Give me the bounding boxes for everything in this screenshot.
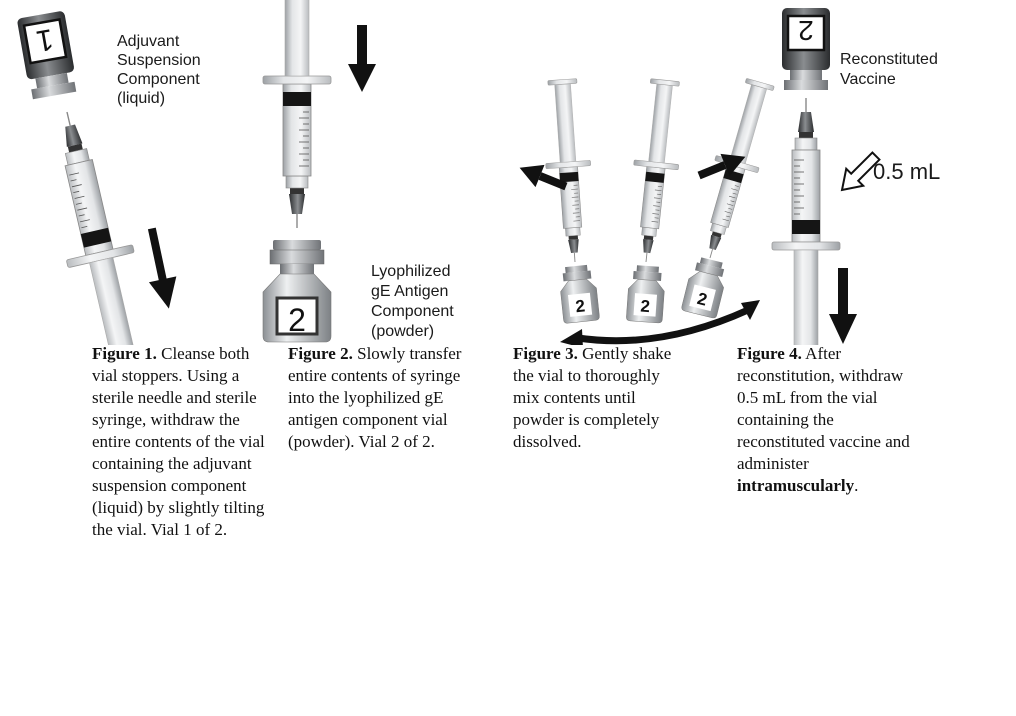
label-line: (powder) (371, 323, 434, 340)
label-line: gE Antigen (371, 283, 448, 300)
syringe-2 (262, 0, 332, 229)
figure-3-illustration (519, 75, 783, 345)
caption-text: Slowly transfer entire contents of syrin… (288, 344, 462, 451)
figure-2-illustration: 2 (261, 0, 376, 344)
syringe-3a (539, 77, 598, 265)
vial-3b (625, 264, 667, 324)
down-arrow-icon (147, 227, 177, 309)
label-line: Vaccine (840, 71, 896, 88)
swirl-arrow-icon (560, 300, 760, 345)
label-line: Component (371, 303, 454, 320)
figure-2-label: Lyophilized gE Antigen Component (powder… (371, 263, 454, 340)
caption-end: . (854, 476, 859, 495)
figure-4-label: Reconstituted Vaccine (840, 51, 938, 88)
caption-title: Figure 1. (92, 344, 157, 363)
figure-1-label: Adjuvant Suspension Component (liquid) (117, 33, 201, 107)
caption-text: Gently shake the vial to thoroughly mix … (513, 344, 672, 451)
caption-title: Figure 2. (288, 344, 353, 363)
vial-3a (557, 263, 601, 325)
figure-4-illustration: 2 (771, 8, 881, 345)
vial-3c (680, 255, 730, 320)
label-line: (liquid) (117, 90, 165, 107)
svg-text:2: 2 (288, 302, 306, 338)
caption-title: Figure 4. (737, 344, 802, 363)
vial-2: 2 (261, 238, 333, 344)
caption-text: After reconstitution, withdraw 0.5 mL fr… (737, 344, 910, 473)
figure-1-illustration: 1 (17, 11, 177, 345)
label-line: Component (117, 71, 200, 88)
caption-title: Figure 3. (513, 344, 578, 363)
figure-2-caption: Figure 2. Slowly transfer entire content… (288, 343, 468, 453)
caption-text: Cleanse both vial stoppers. Using a ster… (92, 344, 265, 539)
right-arrow-icon (697, 153, 746, 180)
syringe-4 (771, 97, 841, 345)
down-arrow-icon (348, 25, 376, 92)
vial-4: 2 (782, 8, 830, 90)
left-arrow-icon (519, 164, 568, 191)
figure-1-caption: Figure 1. Cleanse both vial stoppers. Us… (92, 343, 272, 541)
down-arrow-icon (829, 268, 857, 344)
syringe-3b (623, 77, 688, 265)
label-line: Lyophilized (371, 263, 450, 280)
label-line: Adjuvant (117, 33, 180, 50)
vial-1: 1 (17, 11, 77, 100)
syringe-1 (33, 103, 164, 345)
illustration-canvas: 2 1 2 (17, 0, 940, 345)
svg-text:2: 2 (798, 15, 814, 46)
caption-emphasis: intramuscularly (737, 476, 855, 495)
label-line: Suspension (117, 52, 201, 69)
label-line: Reconstituted (840, 51, 938, 68)
figure-4-caption: Figure 4. After reconstitution, withdraw… (737, 343, 913, 497)
figure-3-caption: Figure 3. Gently shake the vial to thoro… (513, 343, 689, 453)
svg-text:1: 1 (34, 22, 56, 57)
hollow-arrow-icon (840, 151, 881, 192)
dose-label: 0.5 mL (873, 159, 940, 184)
